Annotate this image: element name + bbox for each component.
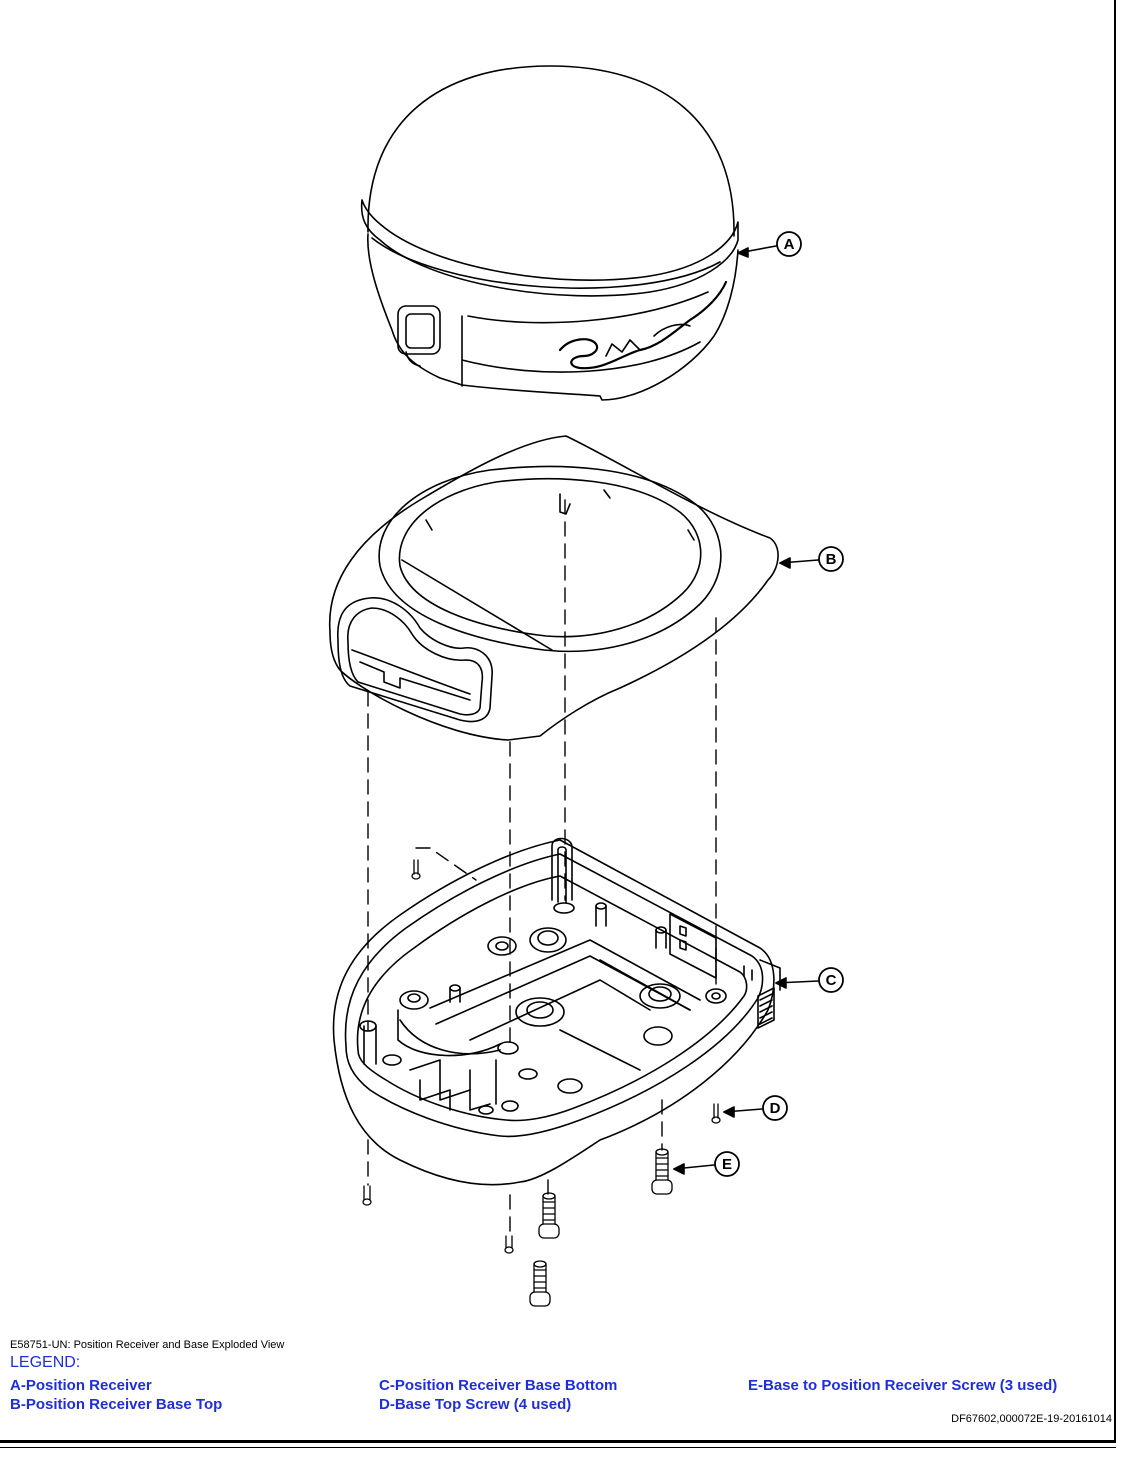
- legend-item-b: B-Position Receiver Base Top: [10, 1396, 223, 1413]
- legend-item-c: C-Position Receiver Base Bottom: [379, 1377, 618, 1394]
- frame-bottom-border: [0, 1440, 1116, 1443]
- callout-d: D: [723, 1095, 788, 1121]
- callout-a-label: A: [784, 236, 795, 253]
- callout-d-label: D: [770, 1100, 781, 1117]
- callout-b: B: [779, 546, 844, 572]
- legend-item-e: E-Base to Position Receiver Screw (3 use…: [748, 1377, 1058, 1394]
- legend-title: LEGEND:: [10, 1354, 81, 1371]
- assembly-guide-lines: [367, 499, 717, 1236]
- callout-e: E: [673, 1151, 740, 1177]
- base-bottom-part: [332, 837, 781, 1186]
- document-id: DF67602,000072E-19-20161014: [951, 1413, 1112, 1425]
- callout-c: C: [775, 967, 844, 993]
- frame-right-border: [1114, 0, 1116, 1440]
- legend-item-a: A-Position Receiver: [10, 1377, 152, 1394]
- frame-bottom-rule: [0, 1447, 1116, 1448]
- position-receiver-part: [360, 65, 739, 401]
- callout-b-label: B: [826, 551, 837, 568]
- figure-caption: E58751-UN: Position Receiver and Base Ex…: [10, 1339, 285, 1351]
- callout-a: A: [737, 231, 802, 258]
- screws: [362, 859, 721, 1307]
- legend-item-d: D-Base Top Screw (4 used): [379, 1396, 572, 1413]
- callout-e-label: E: [722, 1156, 732, 1173]
- callout-c-label: C: [826, 972, 837, 989]
- exploded-view-drawing: A B C D E: [328, 65, 844, 1307]
- base-top-part: [328, 435, 779, 741]
